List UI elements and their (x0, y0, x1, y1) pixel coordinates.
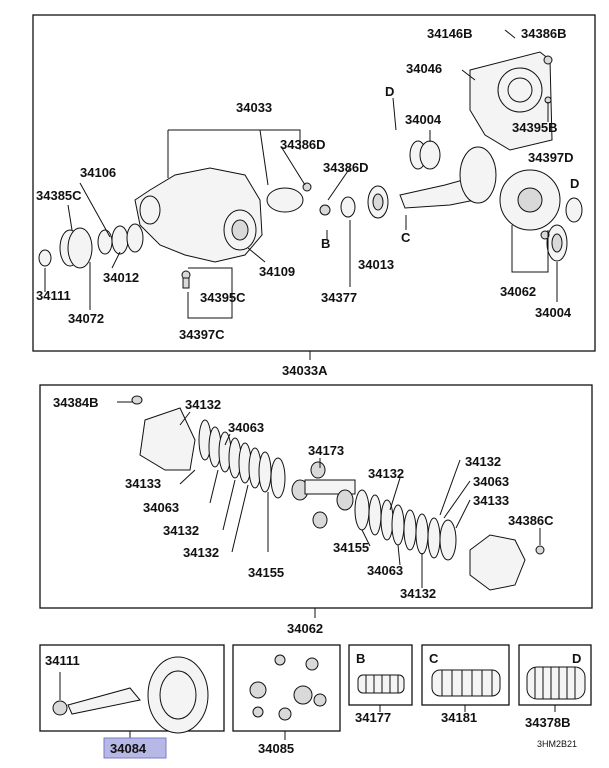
bottom-leader-lines (129, 705, 556, 740)
label-34132-c[interactable]: 34132 (368, 466, 404, 481)
label-34146B[interactable]: 34146B (427, 26, 473, 41)
label-34033[interactable]: 34033 (236, 100, 272, 115)
rear-cover-drawing (469, 51, 553, 151)
label-34384B[interactable]: 34384B (53, 395, 99, 410)
label-34084[interactable]: 34084 (110, 741, 147, 756)
clutch-plates-right-drawing (354, 489, 457, 561)
differential-case-frame (39, 384, 593, 609)
label-34378B[interactable]: 34378B (525, 715, 571, 730)
label-34132-d[interactable]: 34132 (163, 523, 199, 538)
label-34386D-a[interactable]: 34386D (280, 137, 326, 152)
label-34132-b[interactable]: 34132 (465, 454, 501, 469)
label-34385C[interactable]: 34385C (36, 188, 82, 203)
label-34012[interactable]: 34012 (103, 270, 139, 285)
label-34132-f[interactable]: 34132 (400, 586, 436, 601)
label-34397C[interactable]: 34397C (179, 327, 225, 342)
label-c-1: C (401, 230, 411, 245)
label-34004-a[interactable]: 34004 (405, 112, 442, 127)
label-34109[interactable]: 34109 (259, 264, 295, 279)
pinion-set-frame (232, 644, 341, 732)
label-34155-a[interactable]: 34155 (333, 540, 369, 555)
label-34386B[interactable]: 34386B (521, 26, 567, 41)
spring-c-drawing (431, 669, 501, 697)
label-34111-b[interactable]: 34111 (45, 653, 80, 668)
diff-case-top-drawing (499, 169, 561, 240)
drive-pinion-drawing (399, 146, 497, 209)
label-34132-a[interactable]: 34132 (185, 397, 221, 412)
differential-carrier-drawing (134, 167, 263, 263)
label-34181[interactable]: 34181 (441, 710, 477, 725)
diff-case-right-drawing (469, 534, 545, 591)
label-34062-a[interactable]: 34062 (500, 284, 536, 299)
label-34062-b[interactable]: 34062 (287, 621, 323, 636)
top-section-labels: 34146B 34386B 34046 34033 D 34004 34386D… (36, 26, 579, 378)
label-34386C[interactable]: 34386C (508, 513, 554, 528)
differential-assembly-frame (32, 14, 596, 352)
pinion-gears-drawing (291, 461, 356, 529)
label-34173[interactable]: 34173 (308, 443, 344, 458)
label-34033A[interactable]: 34033A (282, 363, 328, 378)
diagram-code: 3HM2B21 (537, 739, 577, 749)
label-34133-b[interactable]: 34133 (473, 493, 509, 508)
bottom-section-labels: 34111 B C D 34177 34181 34378B 34084 340… (45, 651, 581, 756)
spring-b-drawing (357, 674, 405, 694)
label-34111-a[interactable]: 34111 (36, 288, 71, 303)
label-c-2: C (429, 651, 439, 666)
label-d-1: D (385, 84, 394, 99)
label-34085[interactable]: 34085 (258, 741, 294, 756)
middle-leader-lines (117, 401, 541, 618)
label-34072[interactable]: 34072 (68, 311, 104, 326)
label-34013[interactable]: 34013 (358, 257, 394, 272)
ring-pinion-drawing (52, 656, 209, 734)
label-34106[interactable]: 34106 (80, 165, 116, 180)
label-34063-b[interactable]: 34063 (473, 474, 509, 489)
clutch-plates-left-drawing (198, 419, 286, 499)
selected-part-highlight (103, 737, 167, 759)
bearing-drawing (340, 140, 583, 262)
label-34395B[interactable]: 34395B (512, 120, 558, 135)
companion-flange-drawing (38, 223, 144, 269)
label-34133-a[interactable]: 34133 (125, 476, 161, 491)
label-34063-d[interactable]: 34063 (367, 563, 403, 578)
spring-d-drawing (526, 666, 586, 700)
label-34155-b[interactable]: 34155 (248, 565, 284, 580)
label-34395C[interactable]: 34395C (200, 290, 246, 305)
label-34377[interactable]: 34377 (321, 290, 357, 305)
label-34177[interactable]: 34177 (355, 710, 391, 725)
label-34063-a[interactable]: 34063 (228, 420, 264, 435)
label-d-2: D (570, 176, 579, 191)
top-leader-lines (44, 29, 558, 360)
gear-set-frame (39, 644, 225, 732)
label-34063-c[interactable]: 34063 (143, 500, 179, 515)
label-b-1: B (321, 236, 330, 251)
label-b-2: B (356, 651, 365, 666)
label-34046[interactable]: 34046 (406, 61, 442, 76)
label-34397D[interactable]: 34397D (528, 150, 574, 165)
label-34386D-b[interactable]: 34386D (323, 160, 369, 175)
label-d-3: D (572, 651, 581, 666)
label-34132-e[interactable]: 34132 (183, 545, 219, 560)
label-34004-b[interactable]: 34004 (535, 305, 572, 320)
pinion-gear-set-drawing (249, 654, 327, 721)
small-parts-drawing (181, 182, 331, 289)
middle-section-labels: 34384B 34132 34063 34173 34132 34132 340… (53, 395, 554, 636)
